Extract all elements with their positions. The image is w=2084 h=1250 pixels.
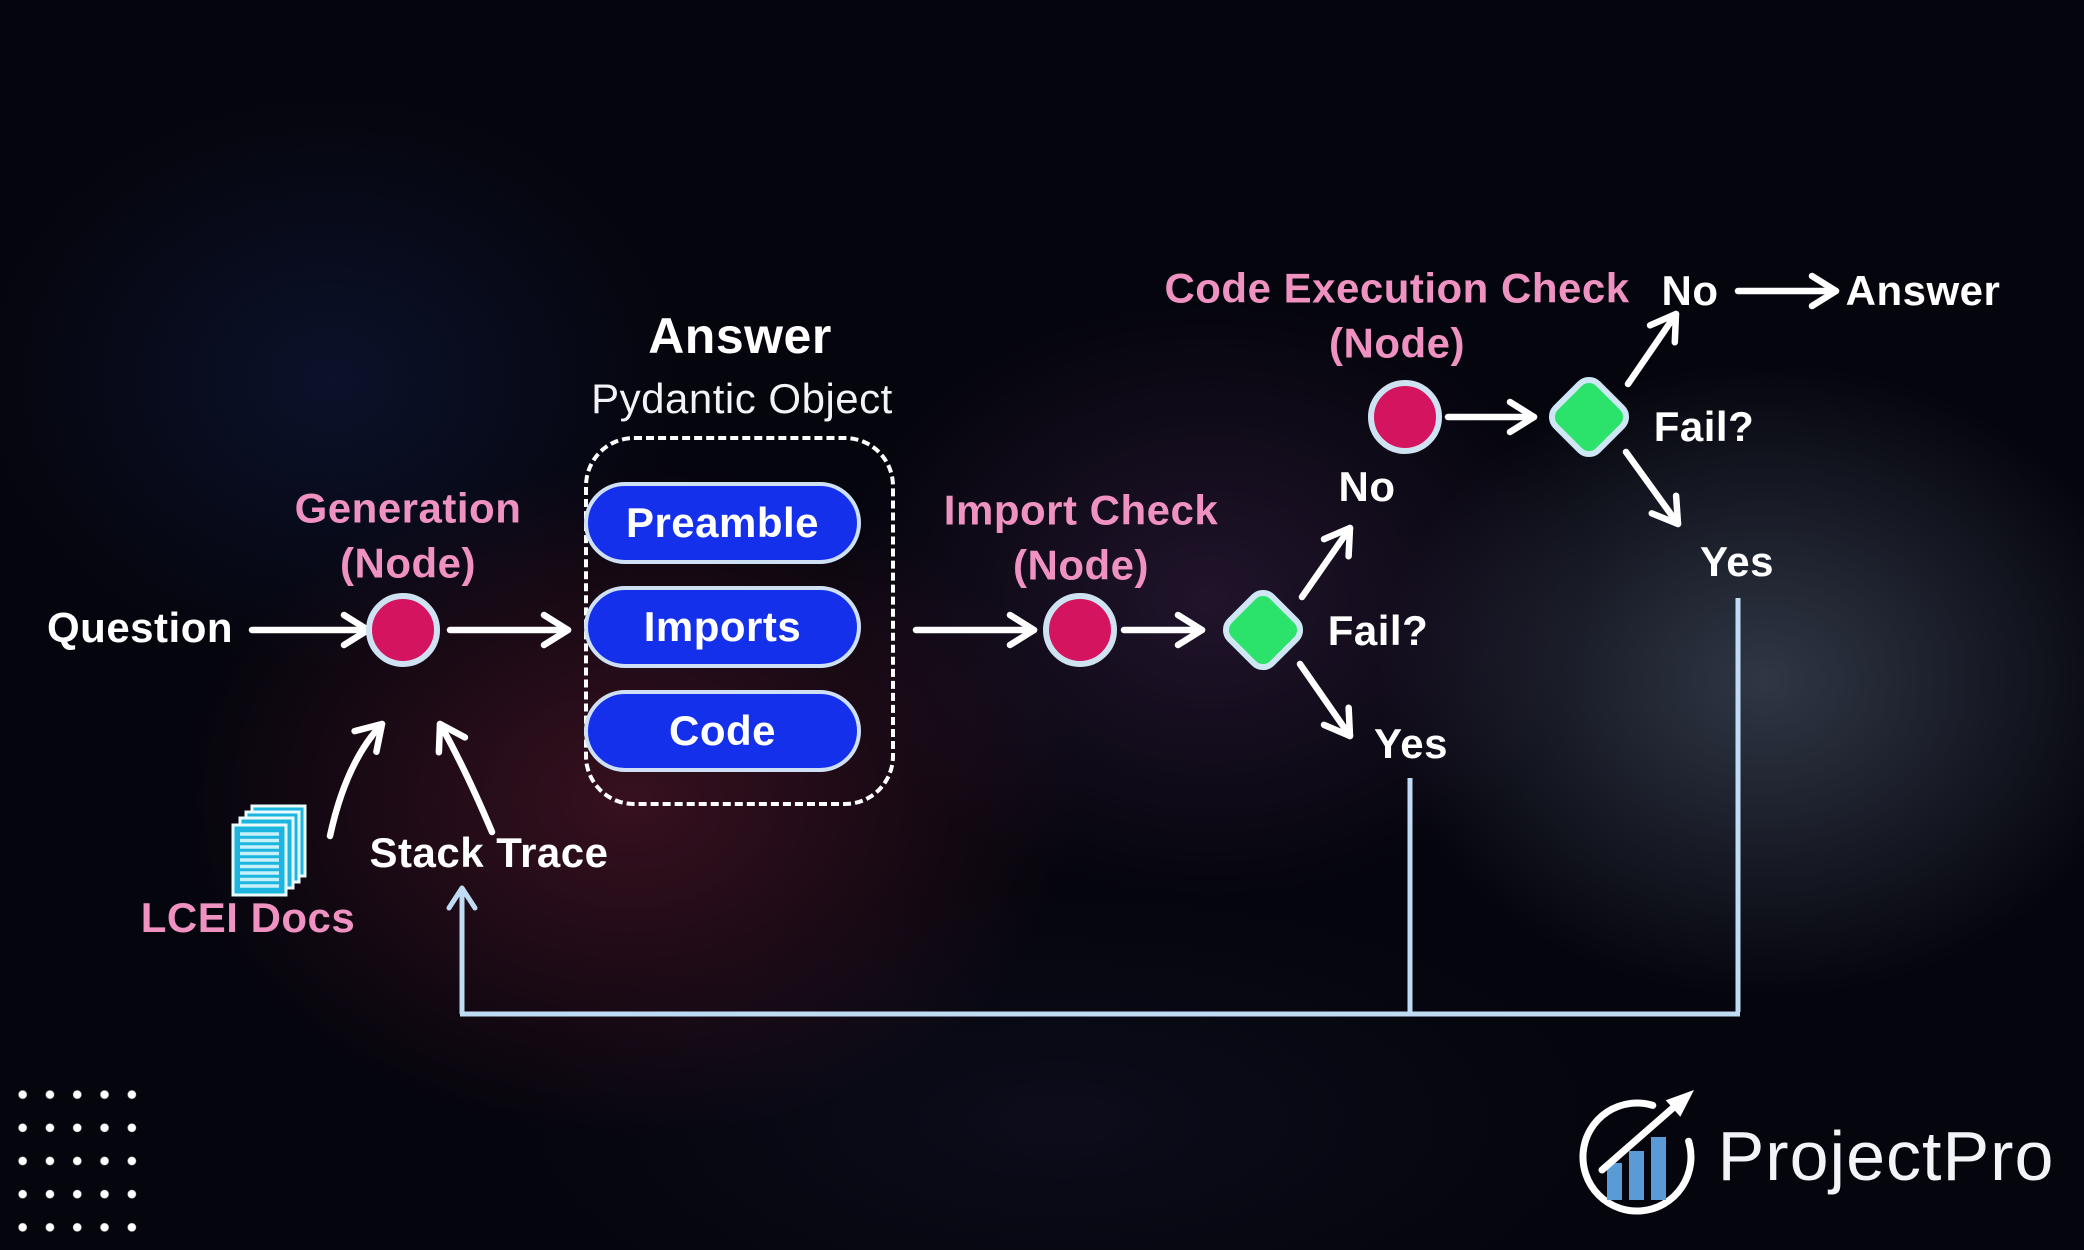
code-execution-title: Code Execution Check (1164, 264, 1630, 312)
projectpro-logo-icon (1579, 1090, 1695, 1215)
projectpro-logo-text: ProjectPro (1717, 1117, 2055, 1195)
import-check-node-label: Import Check (Node) (944, 483, 1218, 594)
code-execution-decision-diamond (1548, 376, 1630, 458)
import-check-node-circle (1043, 593, 1117, 667)
import-check-subtitle: (Node) (1013, 542, 1149, 589)
code-execution-node-circle (1368, 380, 1442, 454)
code-execution-fail-label: Fail? (1653, 403, 1755, 450)
import-check-fail-label: Fail? (1327, 607, 1429, 654)
generation-node-title: Generation (294, 484, 522, 532)
flow-arrows (248, 272, 1840, 840)
import-check-yes-label: Yes (1374, 720, 1448, 767)
code-execution-subtitle: (Node) (1329, 320, 1465, 367)
docs-icon (231, 804, 307, 897)
import-check-title: Import Check (943, 486, 1219, 534)
import-check-decision-diamond (1222, 589, 1304, 671)
question-label: Question (46, 604, 234, 651)
arrow-import-decision-no (1298, 524, 1354, 601)
field-pill-code: Code (584, 690, 861, 772)
dot-grid-decoration (9, 1078, 146, 1245)
code-execution-no-label: No (1661, 267, 1719, 314)
arrow-stacktrace-to-generation (435, 720, 496, 836)
code-execution-node-label: Code Execution Check (Node) (1164, 261, 1629, 372)
final-answer-label: Answer (1845, 267, 2001, 314)
import-check-no-label: No (1338, 463, 1396, 510)
generation-node-subtitle: (Node) (340, 540, 476, 587)
arrow-import-decision-yes (1296, 660, 1354, 740)
field-pill-preamble: Preamble (584, 482, 861, 564)
stack-trace-label: Stack Trace (369, 829, 609, 876)
generation-node-circle (366, 593, 440, 667)
answer-object-subtitle: Pydantic Object (591, 375, 893, 422)
field-pill-imports: Imports (584, 586, 861, 668)
code-execution-yes-label: Yes (1700, 538, 1774, 585)
lcei-docs-label: LCEI Docs (140, 894, 356, 941)
generation-node-label: Generation (Node) (295, 481, 522, 592)
answer-object-title: Answer (648, 308, 832, 364)
feedback-loop-lines (446, 598, 1741, 1017)
arrow-exec-decision-yes (1622, 448, 1682, 528)
arrow-docs-to-generation (326, 720, 386, 840)
arrow-exec-decision-no (1624, 310, 1680, 388)
